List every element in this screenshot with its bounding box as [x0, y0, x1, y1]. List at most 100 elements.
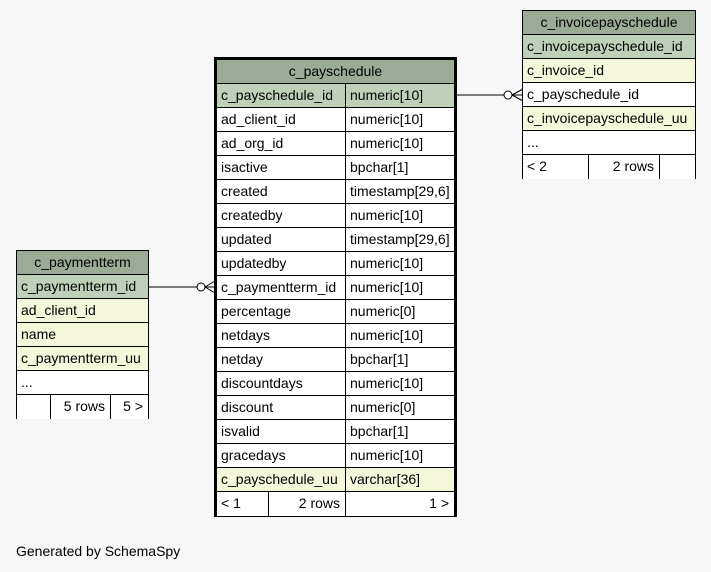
- column-row[interactable]: name: [17, 323, 148, 347]
- column-divider: [345, 276, 346, 299]
- column-name: netdays: [221, 327, 271, 343]
- column-divider: [345, 156, 346, 179]
- footer-rows: 5 rows: [63, 398, 105, 414]
- column-name: ad_client_id: [21, 302, 96, 318]
- column-row[interactable]: ad_client_id numeric[10]: [217, 108, 454, 132]
- column-row[interactable]: netday bpchar[1]: [217, 348, 454, 372]
- footer-divider: [268, 492, 269, 516]
- column-name: netday: [221, 351, 264, 367]
- column-type: numeric[10]: [350, 279, 424, 295]
- column-name: isvalid: [221, 423, 260, 439]
- table-header[interactable]: c_invoicepayschedule: [523, 11, 695, 35]
- footer-parents: < 1: [221, 495, 241, 511]
- column-divider: [345, 252, 346, 275]
- column-type: numeric[0]: [350, 399, 416, 415]
- generated-by-credit: Generated by SchemaSpy: [16, 543, 181, 559]
- edge-crowfoot: [511, 88, 524, 96]
- column-name: discountdays: [221, 375, 303, 391]
- column-name: ad_client_id: [221, 111, 296, 127]
- column-divider: [345, 468, 346, 491]
- column-type: numeric[10]: [350, 375, 424, 391]
- column-type: varchar[36]: [350, 471, 421, 487]
- column-name: c_payschedule_uu: [221, 471, 338, 487]
- footer-children: 5 >: [123, 398, 143, 414]
- column-row[interactable]: c_paymentterm_id: [17, 275, 148, 299]
- column-divider: [345, 84, 346, 107]
- column-row[interactable]: c_payschedule_id: [523, 83, 695, 107]
- column-name: c_paymentterm_id: [221, 279, 337, 295]
- table-c-invoicepayschedule[interactable]: c_invoicepayschedule c_invoicepayschedule…: [522, 10, 696, 179]
- column-divider: [345, 372, 346, 395]
- footer-divider: [50, 395, 51, 419]
- column-row[interactable]: isvalid bpchar[1]: [217, 420, 454, 444]
- column-type: bpchar[1]: [350, 351, 409, 367]
- column-type: bpchar[1]: [350, 159, 409, 175]
- column-name: ad_org_id: [221, 135, 284, 151]
- column-type: bpchar[1]: [350, 423, 409, 439]
- footer-divider: [345, 492, 346, 516]
- column-name: c_paymentterm_id: [21, 278, 137, 294]
- column-divider: [345, 396, 346, 419]
- column-type: numeric[10]: [350, 327, 424, 343]
- footer-divider: [659, 155, 660, 179]
- column-row[interactable]: c_invoice_id: [523, 59, 695, 83]
- column-divider: [345, 108, 346, 131]
- table-title: c_paymentterm: [34, 254, 131, 270]
- column-row[interactable]: c_payschedule_uu varchar[36]: [217, 468, 454, 492]
- column-divider: [345, 132, 346, 155]
- column-name: gracedays: [221, 447, 286, 463]
- column-row[interactable]: ...: [523, 131, 695, 155]
- column-type: numeric[0]: [350, 303, 416, 319]
- column-name: c_invoicepayschedule_id: [527, 38, 683, 54]
- footer-rows: 2 rows: [612, 158, 654, 174]
- footer-parents: [17, 395, 50, 419]
- column-row[interactable]: createdby numeric[10]: [217, 204, 454, 228]
- column-row[interactable]: c_invoicepayschedule_uu: [523, 107, 695, 131]
- column-divider: [345, 324, 346, 347]
- column-row[interactable]: netdays numeric[10]: [217, 324, 454, 348]
- column-type: numeric[10]: [350, 111, 424, 127]
- table-header[interactable]: c_paymentterm: [17, 251, 148, 275]
- column-divider: [345, 348, 346, 371]
- column-row[interactable]: c_paymentterm_uu: [17, 347, 148, 371]
- column-divider: [345, 420, 346, 443]
- column-name: c_paymentterm_uu: [21, 350, 141, 366]
- column-divider: [345, 204, 346, 227]
- column-name: createdby: [221, 207, 283, 223]
- edge-crowfoot: [204, 280, 216, 288]
- footer-parents: < 2: [527, 158, 547, 174]
- table-c-paymentterm[interactable]: c_paymentterm c_paymentterm_id ad_client_i…: [16, 250, 149, 419]
- column-divider: [345, 228, 346, 251]
- edge-optional-marker: [503, 90, 513, 100]
- column-name: created: [221, 183, 268, 199]
- table-title: c_invoicepayschedule: [540, 14, 678, 30]
- column-name: updated: [221, 231, 272, 247]
- column-row[interactable]: c_paymentterm_id numeric[10]: [217, 276, 454, 300]
- column-row[interactable]: ad_client_id: [17, 299, 148, 323]
- table-header[interactable]: c_payschedule: [217, 60, 454, 84]
- column-row[interactable]: ...: [17, 371, 148, 395]
- footer-rows: 2 rows: [298, 495, 340, 511]
- table-footer[interactable]: < 2 2 rows: [523, 155, 695, 179]
- column-type: numeric[10]: [350, 207, 424, 223]
- column-name: ...: [527, 134, 539, 150]
- column-name: ...: [21, 374, 33, 390]
- column-divider: [345, 444, 346, 467]
- edge-crowfoot: [204, 286, 216, 294]
- column-name: name: [21, 326, 57, 342]
- column-row[interactable]: c_invoicepayschedule_id: [523, 35, 695, 59]
- column-row[interactable]: discountdays numeric[10]: [217, 372, 454, 396]
- table-footer[interactable]: 5 rows 5 >: [17, 395, 148, 419]
